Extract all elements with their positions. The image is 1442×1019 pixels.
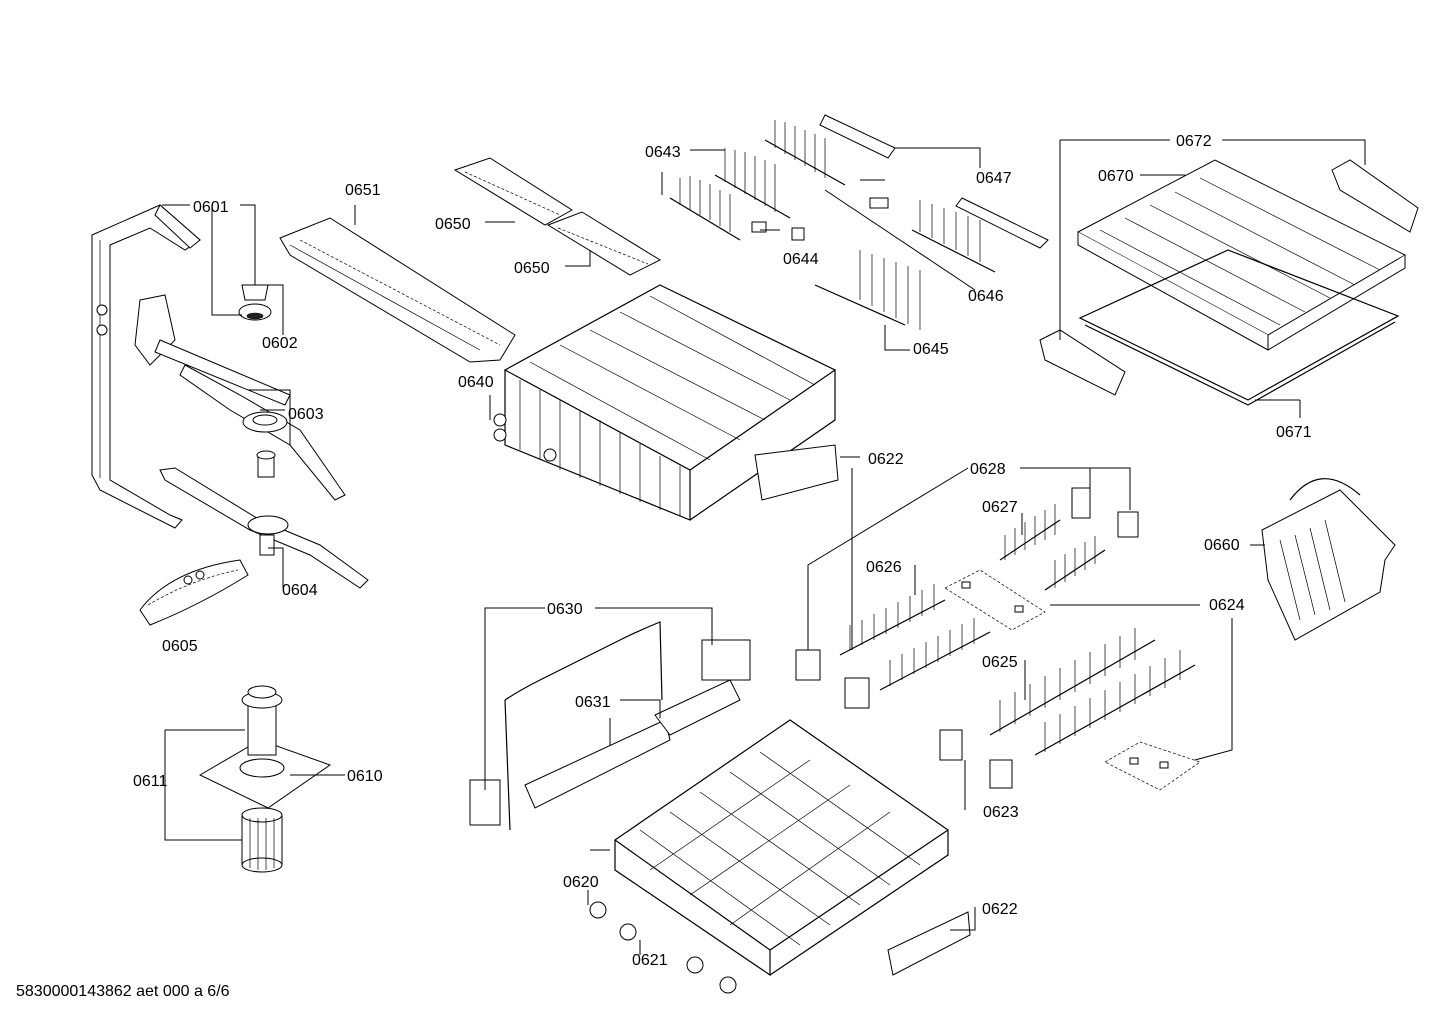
part-label-0625: 0625 [982, 654, 1018, 671]
part-label-0602: 0602 [262, 335, 298, 352]
filter-cover-0605 [139, 559, 249, 626]
rack-0643 [669, 148, 791, 241]
part-label-0672: 0672 [1176, 133, 1212, 150]
rack-rail-0672 [1039, 159, 1419, 396]
leader-lines [162, 139, 1366, 955]
tray-insert-0650a [453, 157, 573, 226]
filter-assembly-0610 [198, 685, 332, 809]
clip-set-0624-lower [1104, 741, 1201, 791]
part-label-0627: 0627 [982, 499, 1018, 516]
microfilter-0611 [241, 807, 283, 873]
part-label-0643: 0643 [645, 144, 681, 161]
part-label-0651: 0651 [345, 182, 381, 199]
third-rack-tray-0670 [1076, 159, 1407, 351]
lower-basket-0620 [613, 719, 950, 977]
part-label-0604: 0604 [282, 582, 318, 599]
part-label-0646: 0646 [968, 288, 1004, 305]
part-label-0622-upper: 0622 [868, 451, 904, 468]
handle-0622-lower [887, 911, 971, 976]
part-label-0623: 0623 [983, 804, 1019, 821]
part-label-0611: 0611 [133, 773, 168, 790]
part-label-0650b: 0650 [514, 260, 550, 277]
part-label-0640: 0640 [458, 374, 494, 391]
clip-set-0624-upper [944, 569, 1046, 631]
part-label-0628: 0628 [970, 461, 1006, 478]
clip-0644 [751, 197, 889, 241]
wheels-0621 [589, 901, 737, 994]
part-label-0671: 0671 [1276, 424, 1312, 441]
basket-wire-0630 [469, 621, 751, 831]
rack-0646 [911, 200, 996, 273]
part-label-0650a: 0650 [435, 216, 471, 233]
part-label-0631: 0631 [575, 694, 611, 711]
clips-0628 [795, 487, 1139, 709]
part-labels: 0601 0602 0603 0604 0605 0610 0611 0651 … [133, 133, 1312, 969]
spray-arm-bearing-0602 [238, 284, 272, 321]
document-id: 5830000143862 aet 000 a 6/6 [16, 983, 230, 1000]
tray-insert-0650b [546, 211, 662, 276]
part-label-0630: 0630 [547, 601, 583, 618]
part-label-0601: 0601 [193, 199, 229, 216]
part-label-0645: 0645 [913, 341, 949, 358]
rack-0627 [999, 504, 1106, 591]
rack-0626 [839, 584, 991, 691]
part-label-0626: 0626 [866, 559, 902, 576]
rack-0647 [764, 114, 1049, 249]
part-label-0620: 0620 [563, 874, 599, 891]
part-label-0605: 0605 [162, 638, 198, 655]
rack-0645 [814, 250, 921, 330]
part-label-0647: 0647 [976, 170, 1012, 187]
part-label-0610: 0610 [347, 768, 383, 785]
part-label-0624: 0624 [1209, 597, 1245, 614]
part-label-0644: 0644 [783, 251, 819, 268]
part-label-0670: 0670 [1098, 168, 1134, 185]
upper-spray-arm-0603 [134, 294, 346, 501]
cutlery-basket-0660 [1261, 478, 1396, 641]
rack-0625 [989, 628, 1196, 756]
part-label-0622-lower: 0622 [982, 901, 1018, 918]
clips-0623 [939, 729, 1013, 789]
top-cutlery-tray-0651 [279, 217, 516, 363]
part-label-0660: 0660 [1204, 537, 1240, 554]
insert-0631 [524, 679, 741, 809]
part-label-0603: 0603 [288, 406, 324, 423]
third-rack-frame-0671 [1078, 249, 1400, 406]
part-label-0621: 0621 [632, 952, 668, 969]
upper-basket-0640 [493, 284, 839, 521]
lower-spray-arm-0604 [159, 467, 369, 589]
supply-tube-0601 [91, 204, 201, 529]
